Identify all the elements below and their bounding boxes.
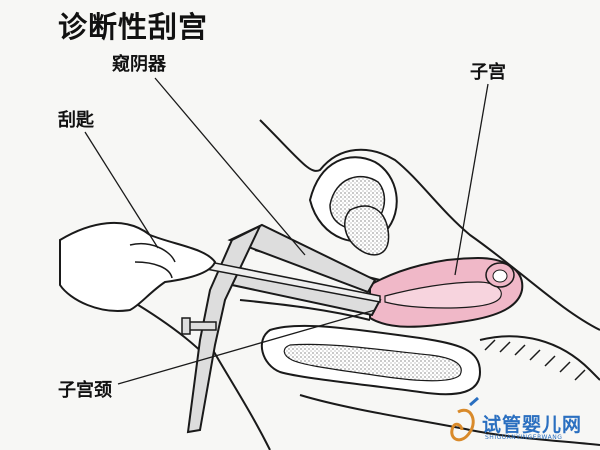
curette-leader <box>84 131 159 249</box>
speculum-leader <box>154 77 306 256</box>
label-cervix: 子宫颈 <box>58 380 112 401</box>
diagram-title: 诊断性刮宫 <box>58 10 209 44</box>
pubic-bone <box>344 205 390 256</box>
spine <box>479 335 600 381</box>
uterus-leader <box>454 83 489 276</box>
uterine-cavity <box>384 281 502 309</box>
rectum-inner <box>283 343 462 382</box>
vaginal-canal-lower <box>239 299 371 321</box>
watermark-logo-icon <box>450 408 475 442</box>
ovary-inner <box>492 269 508 283</box>
speculum-screw-knob <box>181 317 191 335</box>
cervix-leader <box>117 309 376 385</box>
label-uterus: 子宫 <box>470 62 506 83</box>
hand <box>59 221 217 312</box>
body-outline <box>259 119 600 331</box>
watermark-logo-accent <box>469 396 479 407</box>
spine-ridges <box>484 339 586 381</box>
lower-body-outline <box>209 344 271 450</box>
watermark-subtext: SHIGUANYINGERWANG <box>485 434 563 441</box>
label-speculum: 窥阴器 <box>112 54 166 75</box>
speculum-handle <box>186 223 263 434</box>
label-curette: 刮匙 <box>58 110 94 131</box>
watermark-text: 试管婴儿网 <box>482 414 583 436</box>
